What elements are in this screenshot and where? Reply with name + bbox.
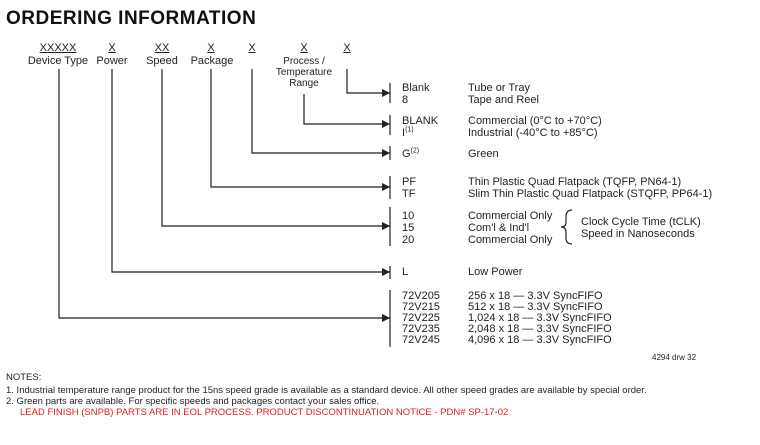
field-label-temperature-2: Temperature	[275, 67, 333, 78]
option-code: I	[402, 127, 406, 139]
option-code: 72V205	[402, 290, 440, 302]
option-desc: Industrial (-40°C to +85°C)	[468, 127, 598, 139]
note-item: 1. Industrial temperature range product …	[6, 385, 647, 396]
field-code-speed: XX	[154, 42, 170, 54]
option-code: 72V235	[402, 323, 440, 335]
option-code: 72V225	[402, 312, 440, 324]
option-desc: 512 x 18 — 3.3V SyncFIFO	[468, 301, 603, 313]
field-label-speed: Speed	[146, 55, 178, 67]
eol-notice: LEAD FINISH (SNPB) PARTS ARE IN EOL PROC…	[20, 407, 509, 418]
option-code-green: G(2)	[402, 147, 420, 160]
speed-note: Clock Cycle Time (tCLK)	[581, 216, 701, 228]
option-code: BLANK	[402, 115, 439, 127]
field-code-temperature: X	[300, 42, 308, 54]
option-desc: 1,024 x 18 — 3.3V SyncFIFO	[468, 312, 612, 324]
option-code: 72V215	[402, 301, 440, 313]
option-desc: Com'l & Ind'l	[468, 222, 530, 234]
page-title: ORDERING INFORMATION	[6, 8, 257, 29]
option-desc: Tape and Reel	[468, 94, 539, 106]
field-code-package: X	[207, 42, 215, 54]
notes-heading: NOTES:	[6, 372, 42, 383]
option-desc: Commercial (0°C to +70°C)	[468, 115, 602, 127]
field-code-green: X	[248, 42, 256, 54]
option-desc: 4,096 x 18 — 3.3V SyncFIFO	[468, 334, 612, 346]
option-desc: 256 x 18 — 3.3V SyncFIFO	[468, 290, 603, 302]
option-code: PF	[402, 176, 417, 188]
option-desc: Thin Plastic Quad Flatpack (TQFP, PN64-1…	[468, 176, 682, 188]
field-label-temperature-3: Range	[289, 78, 319, 89]
option-desc: Commercial Only	[468, 234, 553, 246]
option-code: 20	[402, 234, 415, 246]
option-code: TF	[402, 188, 416, 200]
note-item: 2. Green parts are available. For specif…	[6, 396, 380, 407]
option-code: G	[402, 148, 411, 160]
option-desc: Green	[468, 148, 499, 160]
field-code-device-type: XXXXX	[39, 42, 77, 54]
speed-note: Speed in Nanoseconds	[581, 228, 695, 240]
field-label-temperature-1: Process /	[283, 56, 325, 67]
option-code: L	[402, 266, 409, 278]
option-code-industrial: I(1)	[402, 126, 414, 139]
footnote-ref: (1)	[405, 126, 414, 134]
option-desc: Low Power	[468, 266, 523, 278]
option-code: 8	[402, 94, 409, 106]
option-code: Blank	[402, 82, 430, 94]
option-desc: Slim Thin Plastic Quad Flatpack (STQFP, …	[468, 188, 713, 200]
option-code: 10	[402, 210, 415, 222]
field-label-package: Package	[190, 55, 234, 67]
field-label-power: Power	[96, 55, 128, 67]
option-code: 15	[402, 222, 415, 234]
option-code: 72V245	[402, 334, 440, 346]
footnote-ref: (2)	[410, 147, 420, 155]
field-code-power: X	[108, 42, 116, 54]
drawing-number: 4294 drw 32	[652, 353, 697, 362]
option-desc: 2,048 x 18 — 3.3V SyncFIFO	[468, 323, 612, 335]
field-label-device-type: Device Type	[27, 55, 89, 67]
option-desc: Commercial Only	[468, 210, 553, 222]
field-code-packing: X	[343, 42, 351, 54]
option-desc: Tube or Tray	[468, 82, 530, 94]
